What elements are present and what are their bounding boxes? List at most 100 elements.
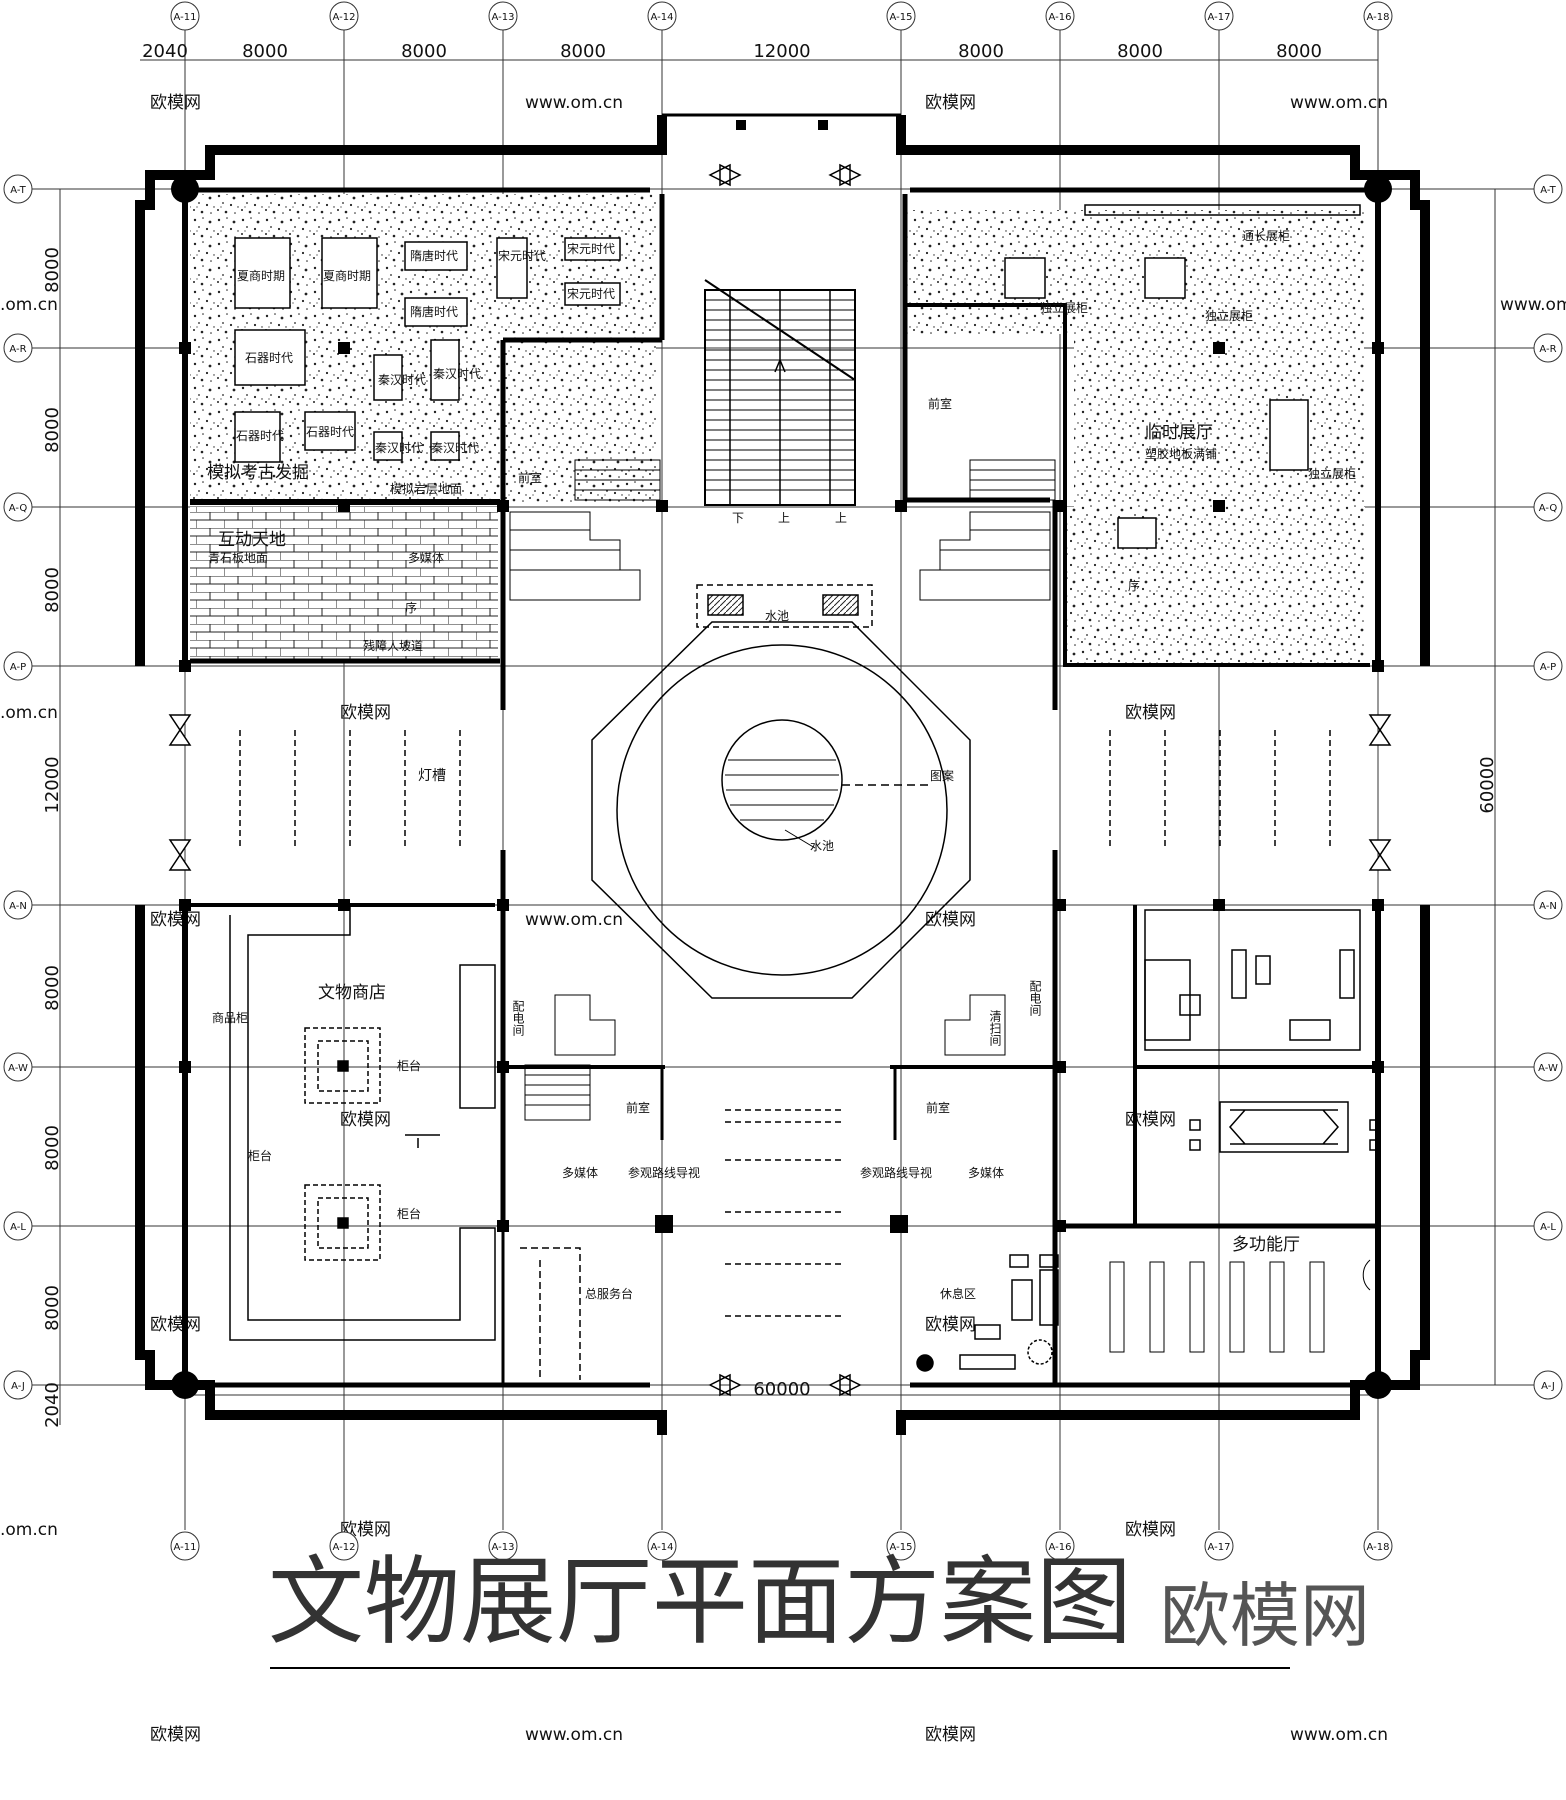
label-multimedia: 多媒体 [968, 1166, 1004, 1180]
watermark-tail: .om.cn [0, 295, 58, 315]
dimension-text: 8000 [958, 41, 1004, 62]
watermark-tail: .om.cn [0, 1520, 58, 1540]
axis-label: A-P [10, 662, 26, 673]
page-title: 文物展厅平面方案图 [268, 1546, 1132, 1658]
stair-label-up: 上 [835, 511, 847, 525]
dimension-text: 8000 [42, 407, 63, 453]
offices [1144, 909, 1361, 1051]
main-staircase [704, 279, 856, 506]
axis-bubbles-top [3, 1, 1563, 1561]
era-label: 秦汉时代 [375, 441, 423, 455]
watermark: 欧模网 [925, 910, 976, 930]
era-label: 秦汉时代 [433, 367, 481, 381]
axis-label: A-R [1539, 344, 1556, 355]
axis-label: A-18 [1367, 12, 1390, 23]
axis-label: A-J [1541, 1381, 1555, 1392]
room-label-temp-hall: 临时展厅 [1145, 423, 1213, 443]
floor-label: 塑胶地板满铺 [1145, 446, 1217, 461]
label-tour-guide: 参观路线导视 [628, 1165, 700, 1180]
axis-label: A-T [1540, 185, 1556, 196]
label-multimedia: 多媒体 [408, 551, 444, 565]
dimension-text: 12000 [753, 41, 810, 62]
watermark-url: www.om.cn [525, 910, 623, 930]
secondary-stairs [509, 459, 1056, 1121]
dimension-lines [59, 59, 1496, 1425]
stair-label-down: 下 [732, 511, 744, 525]
watermark-tail: .om.cn [0, 703, 58, 723]
dimension-text: 8000 [242, 41, 288, 62]
axis-label: A-12 [333, 1542, 356, 1553]
axis-label: A-J [11, 1381, 25, 1392]
dimension-text: 8000 [42, 567, 63, 613]
interior-walls [185, 194, 1378, 1385]
room-label-archaeology: 模拟考古发掘 [207, 463, 309, 483]
label-ramp: 残障人坡道 [363, 638, 423, 653]
light-slots [239, 730, 1331, 1317]
era-label: 石器时代 [236, 429, 284, 443]
central-pool [591, 584, 971, 999]
watermark: 欧模网 [925, 1315, 976, 1335]
axis-label: A-14 [651, 1542, 674, 1553]
label-goods-cabinet: 商品柜 [212, 1010, 248, 1025]
axis-label: A-17 [1208, 12, 1231, 23]
axis-label: A-14 [651, 12, 674, 23]
dimension-text: 2040 [142, 41, 188, 62]
watermark: 欧模网 [1125, 1520, 1176, 1540]
watermark: 欧模网 [150, 93, 201, 113]
label-tour-guide: 参观路线导视 [860, 1165, 932, 1180]
room-label-anteroom: 前室 [926, 1100, 950, 1115]
axis-label: A-L [1540, 1222, 1556, 1233]
axis-label: A-12 [333, 12, 356, 23]
axis-label: A-15 [890, 1542, 913, 1553]
axis-label: A-R [9, 344, 26, 355]
watermark: 欧模网 [1125, 703, 1176, 723]
dimension-text: 8000 [42, 1125, 63, 1171]
label-long-cabinet: 通长展柜 [1242, 229, 1290, 243]
dimension-text: 8000 [401, 41, 447, 62]
watermark-url: www.om.cn [1290, 1725, 1388, 1745]
title-block: 文物展厅平面方案图 欧模网 [268, 1546, 1370, 1669]
label-counter: 柜台 [397, 1206, 421, 1221]
display-cabinets [234, 204, 1361, 549]
room-label-cleaning: 清扫间 [988, 1010, 1002, 1046]
watermark: 欧模网 [150, 1315, 201, 1335]
watermark: 欧模网 [1125, 1110, 1176, 1130]
axis-label: A-L [10, 1222, 26, 1233]
era-label: 宋元时代 [567, 241, 615, 256]
watermark-url: www.om.cn [1500, 295, 1566, 315]
label-pattern: 图案 [930, 768, 954, 783]
room-label-interactive: 互动天地 [218, 530, 286, 550]
label-light-slot: 灯槽 [418, 768, 446, 784]
watermark-large: 欧模网 [1160, 1575, 1370, 1657]
axis-label: A-11 [174, 1542, 197, 1553]
axis-label: A-Q [1539, 503, 1558, 514]
era-label: 宋元时代 [498, 248, 546, 263]
doors [168, 163, 1392, 1397]
dimension-texts: 2040 8000 8000 8000 12000 8000 8000 8000… [42, 41, 1498, 1428]
room-labels: 夏商时期 夏商时期 隋唐时代 隋唐时代 宋元时代 宋元时代 宋元时代 石器时代 … [207, 229, 1356, 1301]
label-sequence: 序 [405, 600, 417, 615]
era-label: 夏商时期 [323, 268, 371, 283]
axis-label: A-16 [1049, 1542, 1072, 1553]
label-rest-area: 休息区 [940, 1286, 976, 1301]
watermark: 欧模网 [340, 703, 391, 723]
label-standalone-cabinet: 独立展柜 [1205, 308, 1253, 323]
label-service-desk: 总服务台 [585, 1286, 633, 1301]
floor-label: 青石板地面 [208, 551, 268, 565]
room-label-distribution: 配电间 [1028, 980, 1042, 1016]
era-label: 隋唐时代 [410, 304, 458, 319]
multi-hall-seating [1109, 1259, 1371, 1353]
room-label-anteroom: 前室 [518, 470, 542, 485]
rest-area [916, 1254, 1059, 1372]
label-counter: 柜台 [397, 1058, 421, 1073]
watermark: 欧模网 [925, 1725, 976, 1745]
watermark-url: www.om.cn [525, 93, 623, 113]
dimension-text: 8000 [1117, 41, 1163, 62]
room-label-anteroom: 前室 [928, 396, 952, 411]
axis-label: A-Q [9, 503, 28, 514]
era-label: 秦汉时代 [431, 441, 479, 455]
room-label-shop: 文物商店 [318, 983, 386, 1003]
label-pool: 水池 [810, 839, 834, 853]
conference-room [1189, 1101, 1381, 1153]
